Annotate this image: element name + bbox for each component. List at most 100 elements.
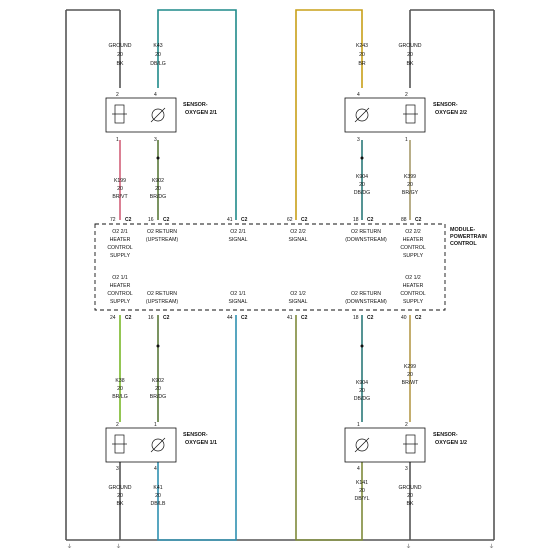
- pcm-label-line3: CONTROL: [450, 241, 477, 247]
- pin-name-line: O2 RETURN: [351, 291, 381, 297]
- wire-color: DB/DG: [354, 190, 370, 196]
- sensor-11-label1: SENSOR-: [183, 432, 208, 438]
- sensor-22-label2: OXYGEN 2/2: [435, 110, 467, 116]
- sensor-12-pin-br: 3: [405, 466, 408, 472]
- wire-gauge: 20: [117, 493, 123, 499]
- splice-dot: [156, 344, 160, 348]
- wire-color: DB/DG: [354, 396, 370, 402]
- pin-name-line: CONTROL: [107, 245, 132, 251]
- wire-color: BR/WT: [402, 380, 420, 386]
- wire-gauge: 20: [359, 388, 365, 394]
- pcm-pin-number: 72: [110, 217, 116, 223]
- sensor-oxygen-1-2: 1 2 4 3 SENSOR- OXYGEN 1/2: [344, 422, 467, 472]
- wire-color: BR/DG: [150, 394, 166, 400]
- pcm-bottom-pin-names: O2 1/1 HEATER CONTROL SUPPLY O2 RETURN (…: [107, 275, 425, 305]
- pin-name-line: O2 2/2: [290, 229, 306, 235]
- sensor-22-pin-bl: 3: [357, 137, 360, 143]
- wire-gauge: 20: [407, 52, 413, 58]
- pcm-module: MODULE- POWERTRAIN CONTROL: [94, 223, 487, 311]
- pcm-label-line2: POWERTRAIN: [450, 234, 487, 240]
- pin-name-line: O2 1/1: [230, 291, 246, 297]
- wire-gauge: 20: [407, 372, 413, 378]
- sensor-22-pin-tr: 2: [405, 92, 408, 98]
- wire-color: BR: [358, 61, 365, 67]
- wire-color: DB/LG: [150, 61, 166, 67]
- wire-gauge: 20: [407, 182, 413, 188]
- sensor-21-pin-tr: 4: [154, 92, 157, 98]
- pin-name-line: HEATER: [110, 283, 131, 289]
- pcm-pin-number: 40: [401, 315, 407, 321]
- pcm-pin-number: 24: [110, 315, 116, 321]
- sensor-oxygen-2-2: 4 2 3 1 SENSOR- OXYGEN 2/2: [344, 92, 467, 143]
- pin-name-line: SIGNAL: [228, 237, 247, 243]
- pcm-pin-number: 16: [148, 315, 154, 321]
- pcm-pin-connector: C2: [163, 315, 170, 321]
- wire-circuit: K399: [404, 174, 416, 180]
- ground-marker-1: ⏚: [67, 543, 72, 550]
- pcm-pin-number: 18: [353, 217, 359, 223]
- wire-circuit: GROUND: [398, 485, 421, 491]
- wire-circuit: K904: [356, 380, 368, 386]
- pcm-pin-number: 62: [287, 217, 293, 223]
- pin-name-line: O2 1/2: [405, 275, 421, 281]
- sensor-12-pin-tl: 1: [357, 422, 360, 428]
- pin-name-line: CONTROL: [107, 291, 132, 297]
- sensor-oxygen-1-1: 2 1 3 4 SENSOR- OXYGEN 1/1: [105, 422, 217, 472]
- wire-circuit: GROUND: [108, 485, 131, 491]
- pin-name-line: SUPPLY: [110, 299, 131, 305]
- ground-marker-2: ⏚: [116, 543, 121, 550]
- wire-color: BR/LG: [112, 394, 128, 400]
- wire-color: BR/DG: [150, 194, 166, 200]
- pin-name-line: SIGNAL: [288, 237, 307, 243]
- pin-name-line: O2 1/1: [112, 275, 128, 281]
- pcm-pin-connector: C2: [415, 315, 422, 321]
- pin-name-line: O2 2/1: [230, 229, 246, 235]
- pin-name-line: (DOWNSTREAM): [345, 237, 387, 243]
- wire-circuit: K902: [152, 178, 164, 184]
- signal-loops: [157, 9, 363, 541]
- sensor-11-pin-tr: 1: [154, 422, 157, 428]
- wire-gauge: 20: [155, 493, 161, 499]
- pin-name-line: (DOWNSTREAM): [345, 299, 387, 305]
- splice-dot: [156, 156, 160, 160]
- pin-name-line: O2 1/2: [290, 291, 306, 297]
- pcm-pin-connector: C2: [163, 217, 170, 223]
- pcm-pin-connector: C2: [125, 315, 132, 321]
- sensor-11-pin-bl: 3: [116, 466, 119, 472]
- wire-circuit: K41: [153, 485, 162, 491]
- pin-name-line: SUPPLY: [403, 253, 424, 259]
- pin-name-line: SUPPLY: [110, 253, 131, 259]
- pcm-pin-number: 41: [287, 315, 293, 321]
- pin-name-line: (UPSTREAM): [146, 299, 179, 305]
- pin-name-line: CONTROL: [400, 245, 425, 251]
- pcm-label-line1: MODULE-: [450, 227, 475, 233]
- wire-gauge: 20: [407, 493, 413, 499]
- wire-circuit: GROUND: [398, 43, 421, 49]
- pcm-pin-connector: C2: [301, 315, 308, 321]
- pin-name-line: SIGNAL: [228, 299, 247, 305]
- wire-labels-top: GROUND 20 BK K43 20 DB/LG K243 20 BR GRO…: [108, 43, 421, 67]
- pcm-pin-connector: C2: [301, 217, 308, 223]
- wire-gauge: 20: [359, 488, 365, 494]
- sensor-22-pin-br: 1: [405, 137, 408, 143]
- sensor-22-label1: SENSOR-: [433, 102, 458, 108]
- wire-color: BR/GY: [402, 190, 419, 196]
- wire-gauge: 20: [117, 52, 123, 58]
- wire-circuit: K199: [114, 178, 126, 184]
- pin-name-line: CONTROL: [400, 291, 425, 297]
- sensor-21-label2: OXYGEN 2/1: [185, 110, 217, 116]
- sensor-12-label2: OXYGEN 1/2: [435, 440, 467, 446]
- wire-circuit: K299: [404, 364, 416, 370]
- sensor-21-pin-br: 3: [154, 137, 157, 143]
- wire-circuit: GROUND: [108, 43, 131, 49]
- ground-rails: ⏚ ⏚ ⏚ ⏚: [65, 9, 495, 550]
- splice-dot: [360, 344, 364, 348]
- wire-color: BK: [407, 501, 414, 507]
- sensor-21-pin-bl: 1: [116, 137, 119, 143]
- wire-circuit: K43: [153, 43, 162, 49]
- pin-name-line: O2 RETURN: [351, 229, 381, 235]
- pin-name-line: O2 2/2: [405, 229, 421, 235]
- wire-gauge: 20: [117, 386, 123, 392]
- sensor-12-label1: SENSOR-: [433, 432, 458, 438]
